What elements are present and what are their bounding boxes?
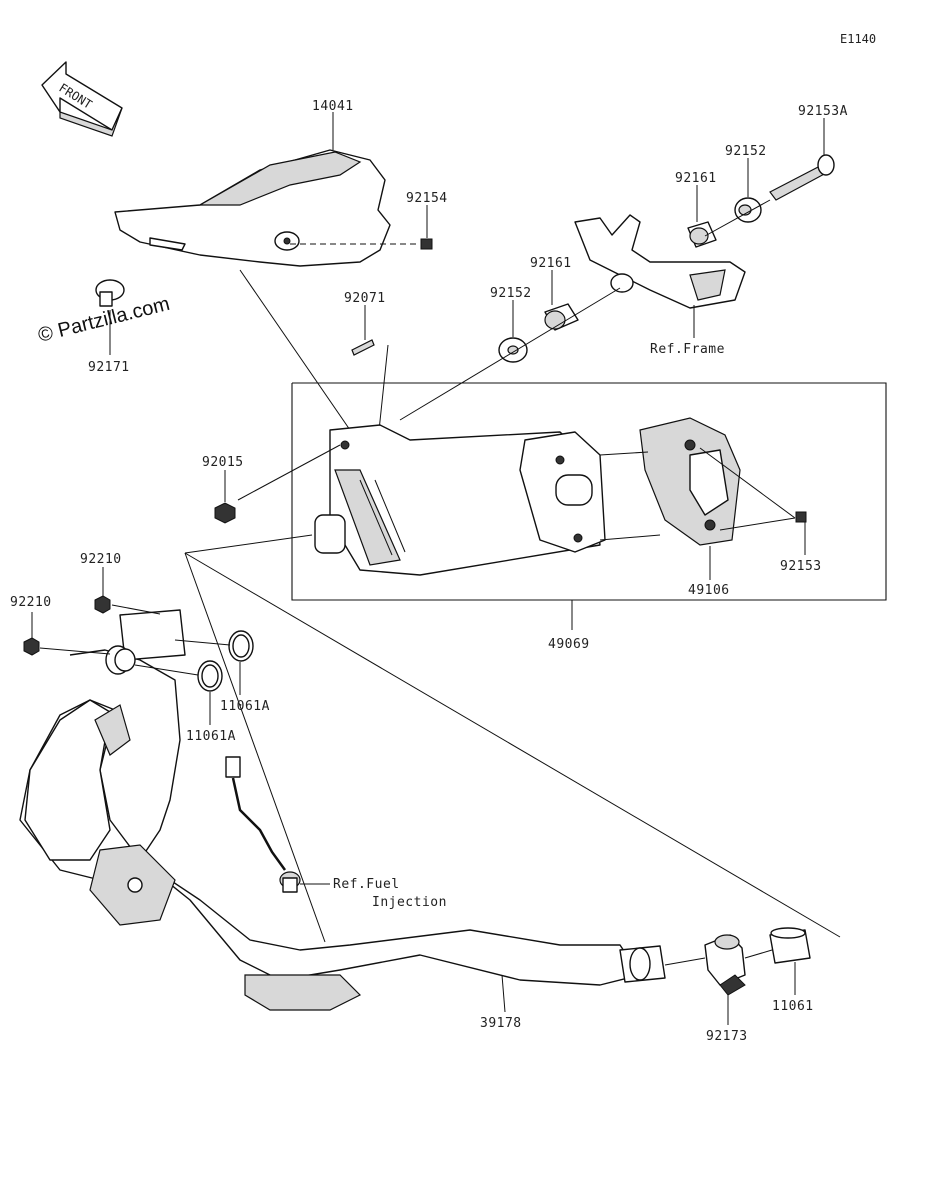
gasket-11061A-lower-part[interactable] — [197, 660, 223, 692]
part-label-92161-lower[interactable]: 92161 — [530, 256, 572, 271]
part-label-92152-upper[interactable]: 92152 — [725, 144, 767, 159]
clamp-92171-part[interactable] — [95, 279, 125, 307]
part-label-92015[interactable]: 92015 — [202, 455, 244, 470]
oxygen-sensor-part[interactable] — [225, 756, 301, 893]
end-cap-49106-part[interactable] — [639, 417, 741, 546]
part-label-39178[interactable]: 39178 — [480, 1016, 522, 1031]
part-label-92071[interactable]: 92071 — [344, 291, 386, 306]
frame-reference-label: Ref.Frame — [650, 342, 725, 357]
part-label-92153[interactable]: 92153 — [780, 559, 822, 574]
part-label-11061[interactable]: 11061 — [772, 999, 814, 1014]
muffler-assembly-box — [291, 382, 887, 601]
clamp-92173-part[interactable] — [704, 934, 746, 996]
gasket-11061-part[interactable] — [769, 927, 811, 964]
washer-92152-lower-part[interactable] — [498, 337, 528, 363]
part-label-92173[interactable]: 92173 — [706, 1029, 748, 1044]
bolt-92153-part[interactable] — [795, 511, 807, 523]
washer-92152-upper-part[interactable] — [734, 197, 762, 223]
part-label-92152-lower[interactable]: 92152 — [490, 286, 532, 301]
nut-92210-upper-part[interactable] — [94, 595, 111, 614]
nut-92210-lower-part[interactable] — [23, 637, 40, 656]
part-label-49106[interactable]: 49106 — [688, 583, 730, 598]
part-label-49069[interactable]: 49069 — [548, 637, 590, 652]
part-label-92153A[interactable]: 92153A — [798, 104, 848, 119]
fuel-injection-reference-line2: Injection — [372, 895, 447, 910]
frame-bracket-part[interactable] — [574, 214, 746, 309]
spring-92071-part[interactable] — [351, 339, 375, 356]
fuel-injection-reference-line1: Ref.Fuel — [333, 877, 400, 892]
part-label-92210-lower[interactable]: 92210 — [10, 595, 52, 610]
exhaust-pipe-39178-part[interactable] — [19, 609, 666, 1011]
part-label-11061A-lower[interactable]: 11061A — [186, 729, 236, 744]
grommet-92161-upper-part[interactable] — [687, 221, 717, 248]
part-label-92154[interactable]: 92154 — [406, 191, 448, 206]
nut-92015-part[interactable] — [214, 502, 236, 524]
part-label-11061A-upper[interactable]: 11061A — [220, 699, 270, 714]
part-label-14041[interactable]: 14041 — [312, 99, 354, 114]
heat-guard-part[interactable] — [114, 149, 391, 267]
diagram-code: E1140 — [840, 32, 876, 46]
part-label-92171[interactable]: 92171 — [88, 360, 130, 375]
gasket-11061A-upper-part[interactable] — [228, 630, 254, 662]
part-label-92161-upper[interactable]: 92161 — [675, 171, 717, 186]
grommet-92161-lower-part[interactable] — [544, 303, 579, 331]
nut-92154-part[interactable] — [420, 238, 433, 250]
part-label-92210-upper[interactable]: 92210 — [80, 552, 122, 567]
muffler-end-plate-part[interactable] — [519, 431, 606, 553]
bolt-92153A-part[interactable] — [769, 154, 835, 201]
front-arrow-icon: FRONT — [41, 61, 123, 137]
